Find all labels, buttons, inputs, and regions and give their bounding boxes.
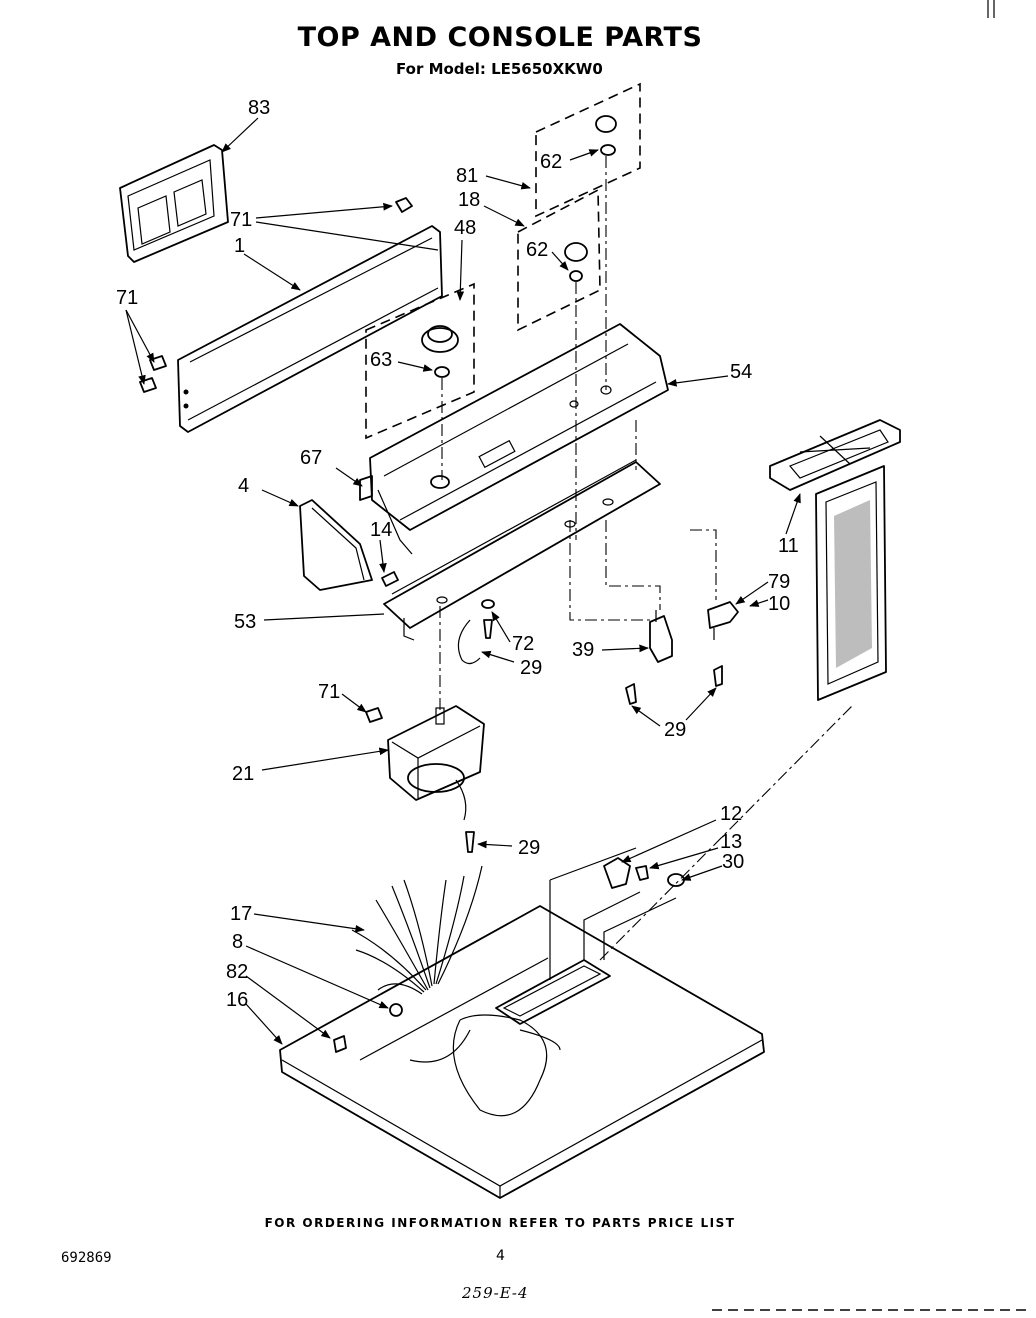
callout-48: 48	[454, 217, 476, 239]
screw-71-timer	[365, 707, 383, 723]
callout-12: 12	[720, 803, 742, 825]
callout-11: 11	[778, 535, 799, 557]
callout-21: 21	[232, 763, 254, 785]
part-81-knob-kit	[535, 82, 641, 390]
callout-39: 39	[572, 639, 594, 661]
part-72-screw	[457, 599, 495, 665]
part-8-grommet	[389, 1003, 403, 1017]
handwritten-note: 259-E-4	[462, 1284, 529, 1302]
callout-67: 67	[300, 447, 322, 469]
document-number: 692869	[61, 1250, 112, 1266]
callout-62: 62	[526, 239, 548, 261]
callout-53: 53	[234, 611, 256, 633]
part-11-lint-cover	[769, 419, 901, 491]
callout-71: 71	[318, 681, 340, 703]
part-13-screw	[635, 865, 649, 881]
callout-10: 10	[768, 593, 790, 615]
part-53-support	[383, 420, 661, 710]
part-14-clip	[381, 571, 399, 587]
part-54-console	[359, 323, 669, 555]
callout-82: 82	[226, 961, 248, 983]
callout-62: 62	[540, 151, 562, 173]
callout-1: 1	[234, 235, 245, 257]
part-30-nut	[667, 873, 685, 887]
part-17-harness	[351, 865, 561, 1117]
callout-14: 14	[370, 519, 392, 541]
model-subtitle: For Model: LE5650XKW0	[396, 60, 603, 78]
part-12-bracket	[603, 857, 631, 889]
callout-71: 71	[230, 209, 252, 231]
callout-54: 54	[730, 361, 752, 383]
callout-29: 29	[518, 837, 540, 859]
callout-79: 79	[768, 571, 790, 593]
callout-labels: 83 71 1 48 71 81 62 18 62 63 54 67 4 14 …	[116, 97, 799, 1011]
callout-4: 4	[238, 475, 249, 497]
callout-29: 29	[664, 719, 686, 741]
callout-30: 30	[722, 851, 744, 873]
callout-13: 13	[720, 831, 742, 853]
part-83-bracket	[119, 144, 229, 263]
page-title: TOP AND CONSOLE PARTS	[297, 22, 703, 53]
part-82-clip	[333, 1035, 347, 1053]
callout-16: 16	[226, 989, 248, 1011]
screw-71-group	[139, 197, 413, 393]
callout-18: 18	[458, 189, 480, 211]
callout-8: 8	[232, 931, 243, 953]
page-number: 4	[496, 1248, 505, 1264]
callout-72: 72	[512, 633, 534, 655]
part-79-switch	[707, 601, 739, 640]
part-39-switch	[649, 610, 673, 663]
part-18-knob-kit	[517, 188, 601, 540]
callout-63: 63	[370, 349, 392, 371]
callout-81: 81	[456, 165, 478, 187]
callout-71: 71	[116, 287, 138, 309]
screw-29-timer	[465, 831, 475, 853]
callout-83: 83	[248, 97, 270, 119]
callout-17: 17	[230, 903, 252, 925]
screw-29-left	[625, 683, 637, 705]
part-4-end-cap	[299, 499, 373, 591]
part-1-panel	[177, 225, 443, 433]
leader-lines	[125, 117, 801, 1045]
part-48-knob-kit	[365, 282, 475, 480]
callout-29: 29	[520, 657, 542, 679]
screw-29-right	[713, 665, 723, 687]
ordering-note: FOR ORDERING INFORMATION REFER TO PARTS …	[264, 1216, 736, 1230]
part-10-lint-screen	[815, 465, 887, 701]
part-21-timer	[387, 705, 485, 821]
part-16-top	[279, 705, 853, 1199]
